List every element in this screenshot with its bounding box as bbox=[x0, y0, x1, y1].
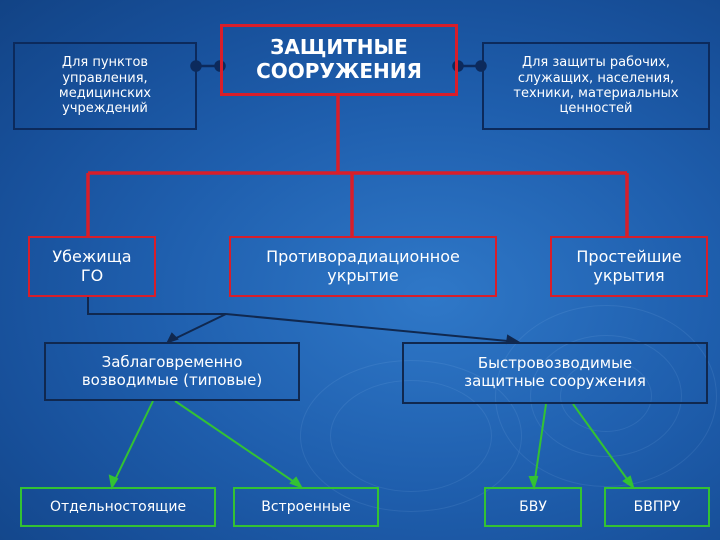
built-in-box: Встроенные bbox=[233, 487, 379, 527]
bvpru-box: БВПРУ bbox=[604, 487, 710, 527]
bvu-box: БВУ bbox=[484, 487, 582, 527]
simple-shelter-box: Простейшие укрытия bbox=[550, 236, 708, 297]
purpose-left-box: Для пунктов управления, медицинских учре… bbox=[13, 42, 197, 130]
anti-radiation-box: Противорадиационное укрытие bbox=[229, 236, 497, 297]
purpose-right-box: Для защиты рабочих, служащих, населения,… bbox=[482, 42, 710, 130]
construction-connectors bbox=[87, 297, 522, 345]
standalone-box: Отдельностоящие bbox=[20, 487, 216, 527]
rapid-box: Быстровозводимые защитные сооружения bbox=[402, 342, 708, 404]
variant-arrows bbox=[108, 400, 635, 491]
prebuilt-box: Заблаговременно возводимые (типовые) bbox=[44, 342, 300, 401]
title-box: ЗАЩИТНЫЕ СООРУЖЕНИЯ bbox=[220, 24, 458, 96]
shelters-box: Убежища ГО bbox=[28, 236, 156, 297]
